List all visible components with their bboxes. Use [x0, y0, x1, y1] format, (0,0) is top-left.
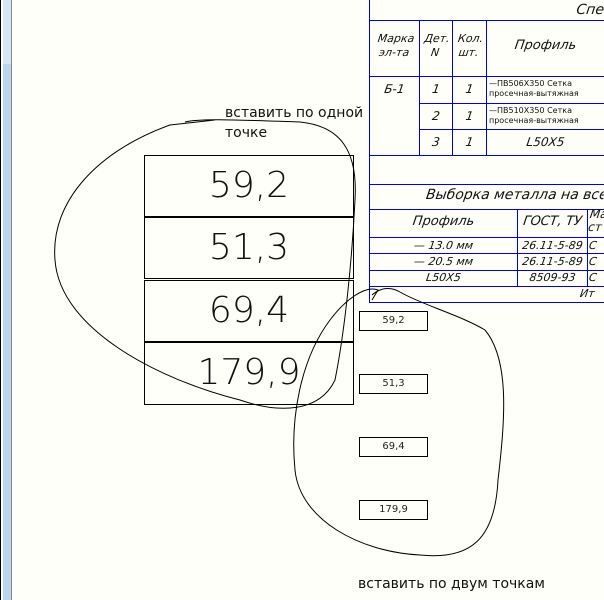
window-border: [0, 0, 1, 600]
row-3-qty: 1: [464, 135, 475, 149]
small-value-box[interactable]: 69,4: [359, 437, 428, 457]
big-value-cell[interactable]: 59,2: [144, 155, 354, 217]
small-value-box[interactable]: 59,2: [359, 311, 428, 331]
note-insert-one-point: вставить по одной точке: [225, 105, 364, 141]
header-qty: Кол. шт.: [457, 32, 484, 59]
element-mark: Б-1: [383, 82, 406, 96]
sel-header-gost: ГОСТ, ТУ: [522, 214, 583, 229]
sel-total: Ит: [579, 287, 596, 300]
big-value-cell[interactable]: 69,4: [144, 280, 354, 342]
header-mark: Марка эл-та: [376, 32, 416, 59]
sel-row-2-gost: 26.11-5-89: [521, 255, 584, 268]
sel-row-1-steel: С: [588, 239, 598, 252]
sel-row-2-steel: С: [588, 255, 598, 268]
sel-header-profile: Профиль: [411, 214, 476, 229]
sel-row-3-gost: 8509-93: [528, 271, 577, 284]
row-3-profile: L50X5: [525, 135, 566, 149]
note-insert-two-points: вставить по двум точкам: [358, 576, 545, 592]
sel-row-3-profile: L50X5: [425, 271, 462, 284]
row-1-qty: 1: [464, 82, 475, 96]
sel-row-1-gost: 26.11-5-89: [521, 239, 584, 252]
row-2-profile: —ПВ510Х350 Сетка просечная-вытяжная: [489, 106, 579, 125]
sel-row-3-steel: С: [588, 271, 598, 284]
sel-header-steel: Ма ст: [587, 208, 604, 234]
freehand-loop-left: [54, 119, 356, 409]
row-3-n: 3: [431, 135, 441, 149]
header-det: Дет. N: [423, 32, 451, 59]
big-value-cell[interactable]: 179,9: [144, 342, 354, 405]
scrollbar-thumb[interactable]: [3, 0, 11, 64]
freehand-loop-right: [293, 287, 505, 557]
spec-title: Спе: [575, 2, 604, 18]
row-1-n: 1: [431, 82, 441, 96]
row-2-qty: 1: [464, 109, 475, 123]
big-value-cell[interactable]: 51,3: [144, 217, 354, 279]
small-value-box[interactable]: 51,3: [359, 374, 428, 394]
sel-row-2-profile: — 20.5 мм: [413, 255, 474, 268]
row-2-n: 2: [431, 109, 441, 123]
vertical-scrollbar[interactable]: [3, 0, 12, 600]
selection-title: Выборка металла на все сбор: [424, 187, 604, 203]
spec-table-grid: [369, 0, 604, 303]
header-profile: Профиль: [513, 38, 578, 53]
small-value-box[interactable]: 179,9: [359, 500, 428, 520]
sel-row-1-profile: — 13.0 мм: [413, 239, 474, 252]
row-1-profile: —ПВ506Х350 Сетка просечная-вытяжная: [489, 79, 579, 98]
